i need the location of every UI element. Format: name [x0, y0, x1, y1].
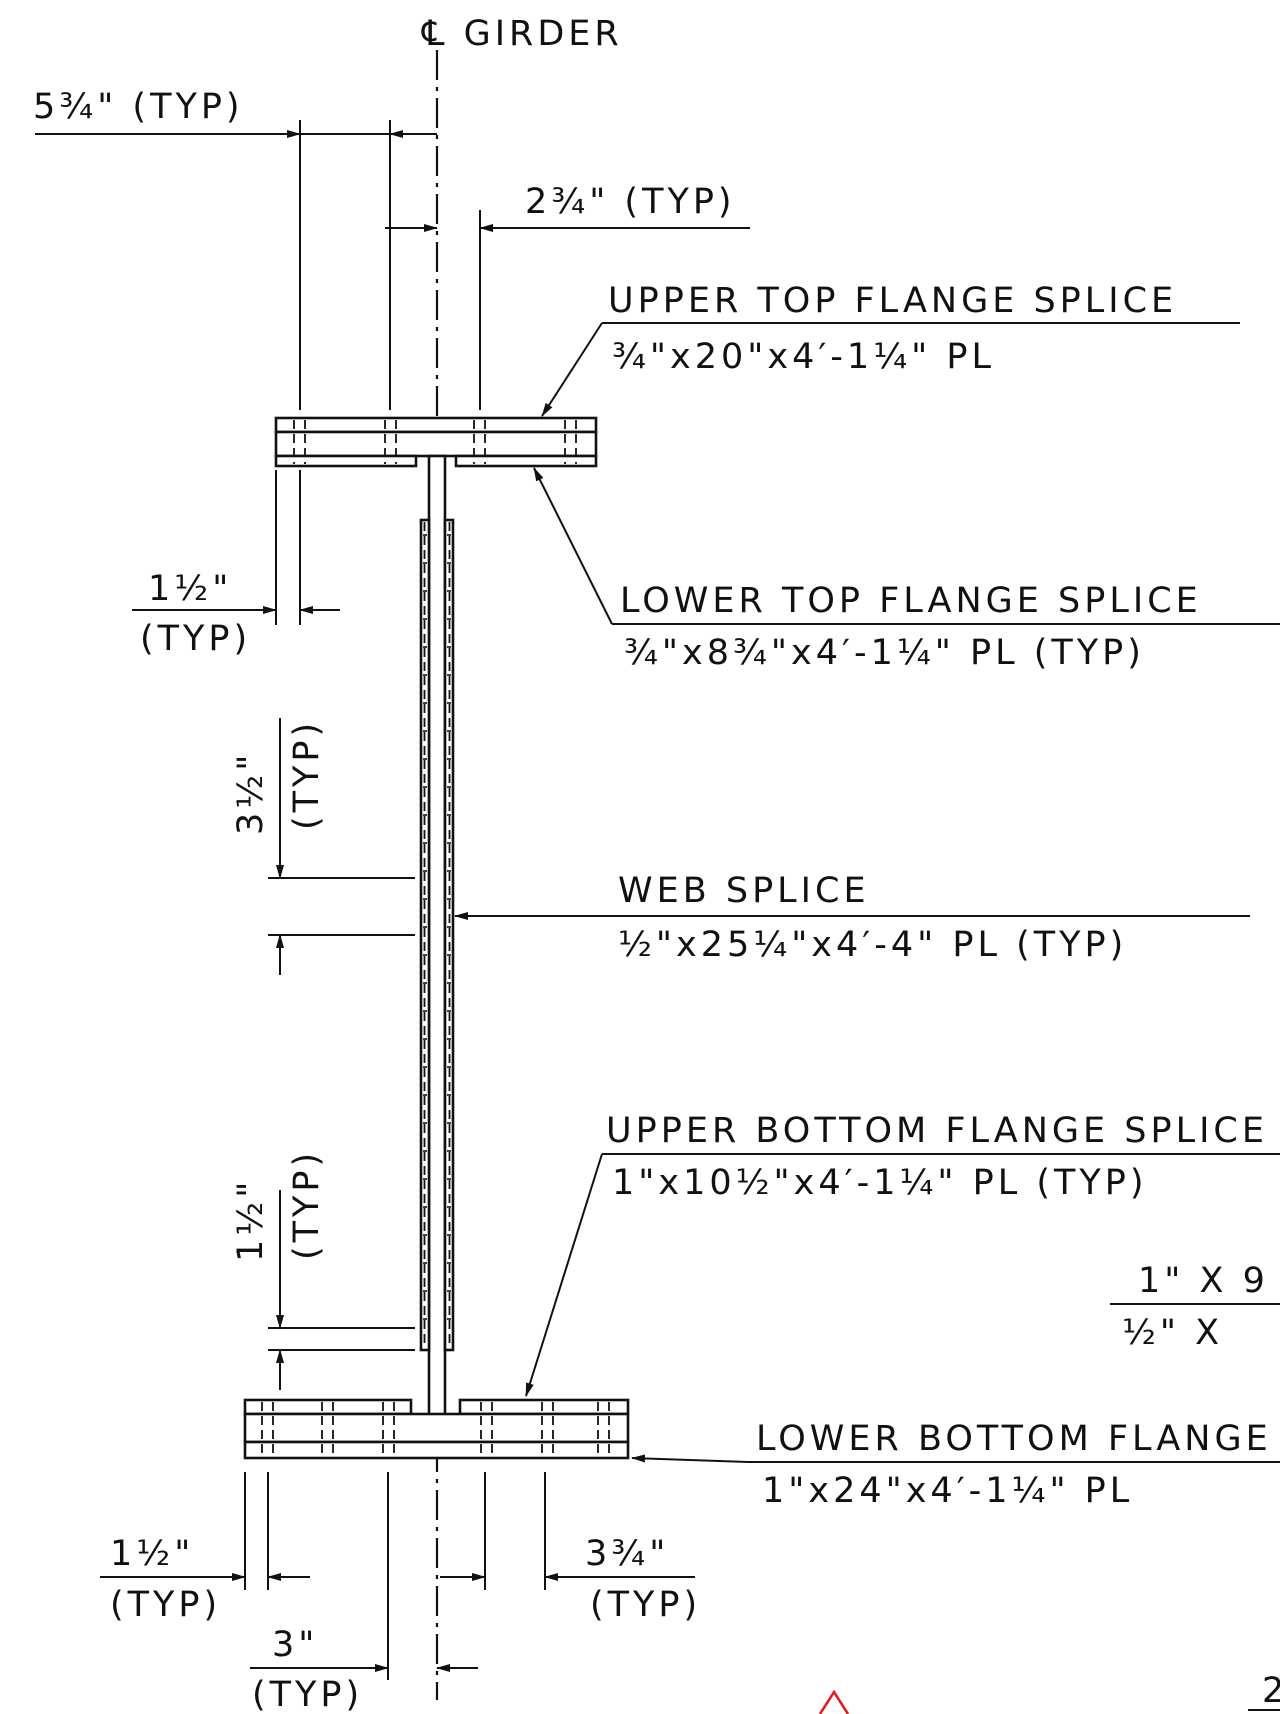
dim-bottom-edge-distance: 1½" (TYP): [100, 1472, 310, 1625]
dim-web-edge-typ: (TYP): [287, 1149, 327, 1260]
girder-web: [427, 454, 447, 1418]
upper-bottom-size: 1"x10½"x4′-1¼" PL (TYP): [612, 1163, 1148, 1203]
lower-top-flange-splice-plates: [274, 454, 598, 468]
dim-web-edge: 1½" (TYP): [231, 1149, 415, 1390]
upper-bottom-title: UPPER BOTTOM FLANGE SPLICE: [606, 1111, 1268, 1151]
dim-web-pitch-text: 3½": [231, 751, 271, 835]
dim-top-left-edge: 5¾" (TYP): [33, 87, 437, 410]
dim-bottom-center-typ: (TYP): [252, 1675, 363, 1714]
dim-bottom-edge-typ: (TYP): [110, 1585, 221, 1625]
callout-lower-bottom-flange: LOWER BOTTOM FLANGE SPLICE 1"x24"x4′-1¼"…: [631, 1419, 1280, 1511]
section-label-bottom: ½" X: [1122, 1313, 1223, 1353]
upper-top-flange-splice-plate: [274, 416, 598, 458]
dim-web-edge-text: 1½": [231, 1178, 271, 1262]
dim-top-edge-typ: (TYP): [140, 619, 251, 659]
dim-top-left-edge-text: 5¾" (TYP): [33, 87, 244, 127]
callout-lower-top-flange: LOWER TOP FLANGE SPLICE ¾"x8¾"x4′-1¼" PL…: [533, 467, 1280, 673]
dim-web-pitch-typ: (TYP): [287, 719, 327, 830]
dim-web-pitch: 3½" (TYP): [231, 718, 415, 975]
web-bolt-holes: [423, 522, 451, 1348]
dim-bottom-center-text: 3": [272, 1625, 318, 1665]
dim-top-right-bolt: 2¾" (TYP): [385, 182, 750, 410]
upper-top-title: UPPER TOP FLANGE SPLICE: [608, 281, 1177, 321]
lower-top-title: LOWER TOP FLANGE SPLICE: [620, 581, 1202, 621]
upper-top-size: ¾"x20"x4′-1¼" PL: [612, 337, 995, 377]
dim-top-edge-text: 1½": [148, 569, 232, 609]
web-size: ½"x25¼"x4′-4" PL (TYP): [618, 925, 1127, 965]
web-title: WEB SPLICE: [618, 871, 870, 911]
lower-bottom-title: LOWER BOTTOM FLANGE SPLICE: [756, 1419, 1280, 1459]
callout-upper-bottom-flange: UPPER BOTTOM FLANGE SPLICE 1"x10½"x4′-1¼…: [525, 1111, 1280, 1397]
top-flange-bolt-holes: [293, 420, 577, 464]
dim-top-edge-distance: 1½" (TYP): [132, 470, 340, 659]
callout-upper-top-flange: UPPER TOP FLANGE SPLICE ¾"x20"x4′-1¼" PL: [541, 281, 1240, 417]
dim-bottom-center: 3" (TYP): [250, 1472, 478, 1714]
dim-bottom-edge-text: 1½": [110, 1534, 194, 1574]
dim-top-right-bolt-text: 2¾" (TYP): [525, 182, 736, 222]
section-label-partial: 1" X 9 ½" X: [1110, 1261, 1280, 1353]
corner-mark-text: 2: [1262, 1671, 1280, 1711]
revision-triangle-icon: [818, 1689, 850, 1714]
dim-bottom-gage-typ: (TYP): [590, 1585, 701, 1625]
callout-web-splice: WEB SPLICE ½"x25¼"x4′-4" PL (TYP): [454, 871, 1250, 965]
dim-bottom-gage: 3¾" (TYP): [440, 1472, 701, 1625]
lower-top-size: ¾"x8¾"x4′-1¼" PL (TYP): [624, 633, 1145, 673]
section-label-top: 1" X 9: [1138, 1261, 1269, 1301]
lower-bottom-size: 1"x24"x4′-1¼" PL: [762, 1471, 1133, 1511]
bottom-flange-bolt-holes: [261, 1402, 610, 1456]
lower-bottom-flange-splice-plate: [243, 1412, 630, 1460]
centerline-label: ℄ GIRDER: [421, 14, 623, 54]
dim-bottom-gage-text: 3¾": [585, 1534, 669, 1574]
